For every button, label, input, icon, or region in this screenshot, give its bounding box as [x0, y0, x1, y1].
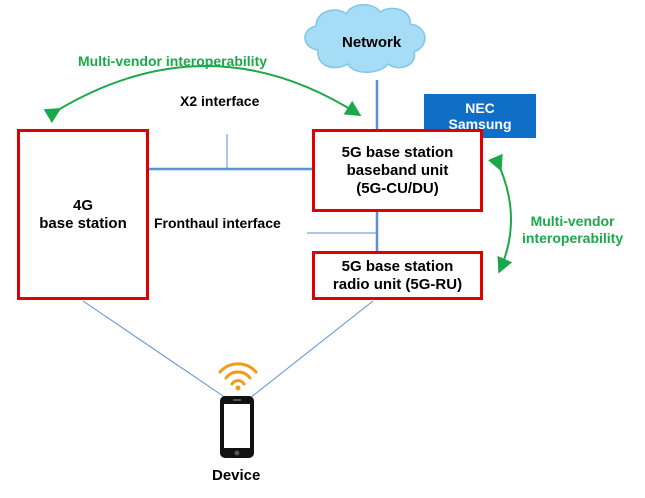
smartphone-icon: [220, 396, 254, 458]
fronthaul-interface-label: Fronthaul interface: [154, 215, 281, 231]
x2-interface-label: X2 interface: [180, 93, 260, 109]
device-link-4g: [82, 300, 227, 399]
vendor-nec: NEC: [465, 99, 495, 116]
interop-arrow-right: [487, 153, 513, 274]
radio-unit-5g: 5G base station radio unit (5G-RU): [312, 251, 483, 300]
interop-arrow-top: [43, 65, 362, 123]
vendor-samsung: Samsung: [448, 116, 512, 132]
network-cloud-icon: [304, 4, 426, 73]
device-link-5g: [249, 300, 374, 399]
interop-label-top: Multi-vendor interoperability: [78, 53, 268, 69]
network-label: Network: [342, 34, 402, 51]
base-station-4g-label: 4G base station: [39, 196, 127, 232]
radio-unit-5g-label: 5G base station radio unit (5G-RU): [332, 257, 463, 293]
baseband-unit-5g-label: 5G base station baseband unit (5G-CU/DU): [341, 143, 454, 197]
base-station-4g: 4G base station: [17, 129, 149, 300]
interop-label-right: Multi-vendor interoperability: [522, 213, 624, 246]
wifi-icon: [218, 362, 258, 391]
baseband-unit-5g: 5G base station baseband unit (5G-CU/DU): [312, 129, 483, 212]
device-label: Device: [212, 467, 261, 484]
